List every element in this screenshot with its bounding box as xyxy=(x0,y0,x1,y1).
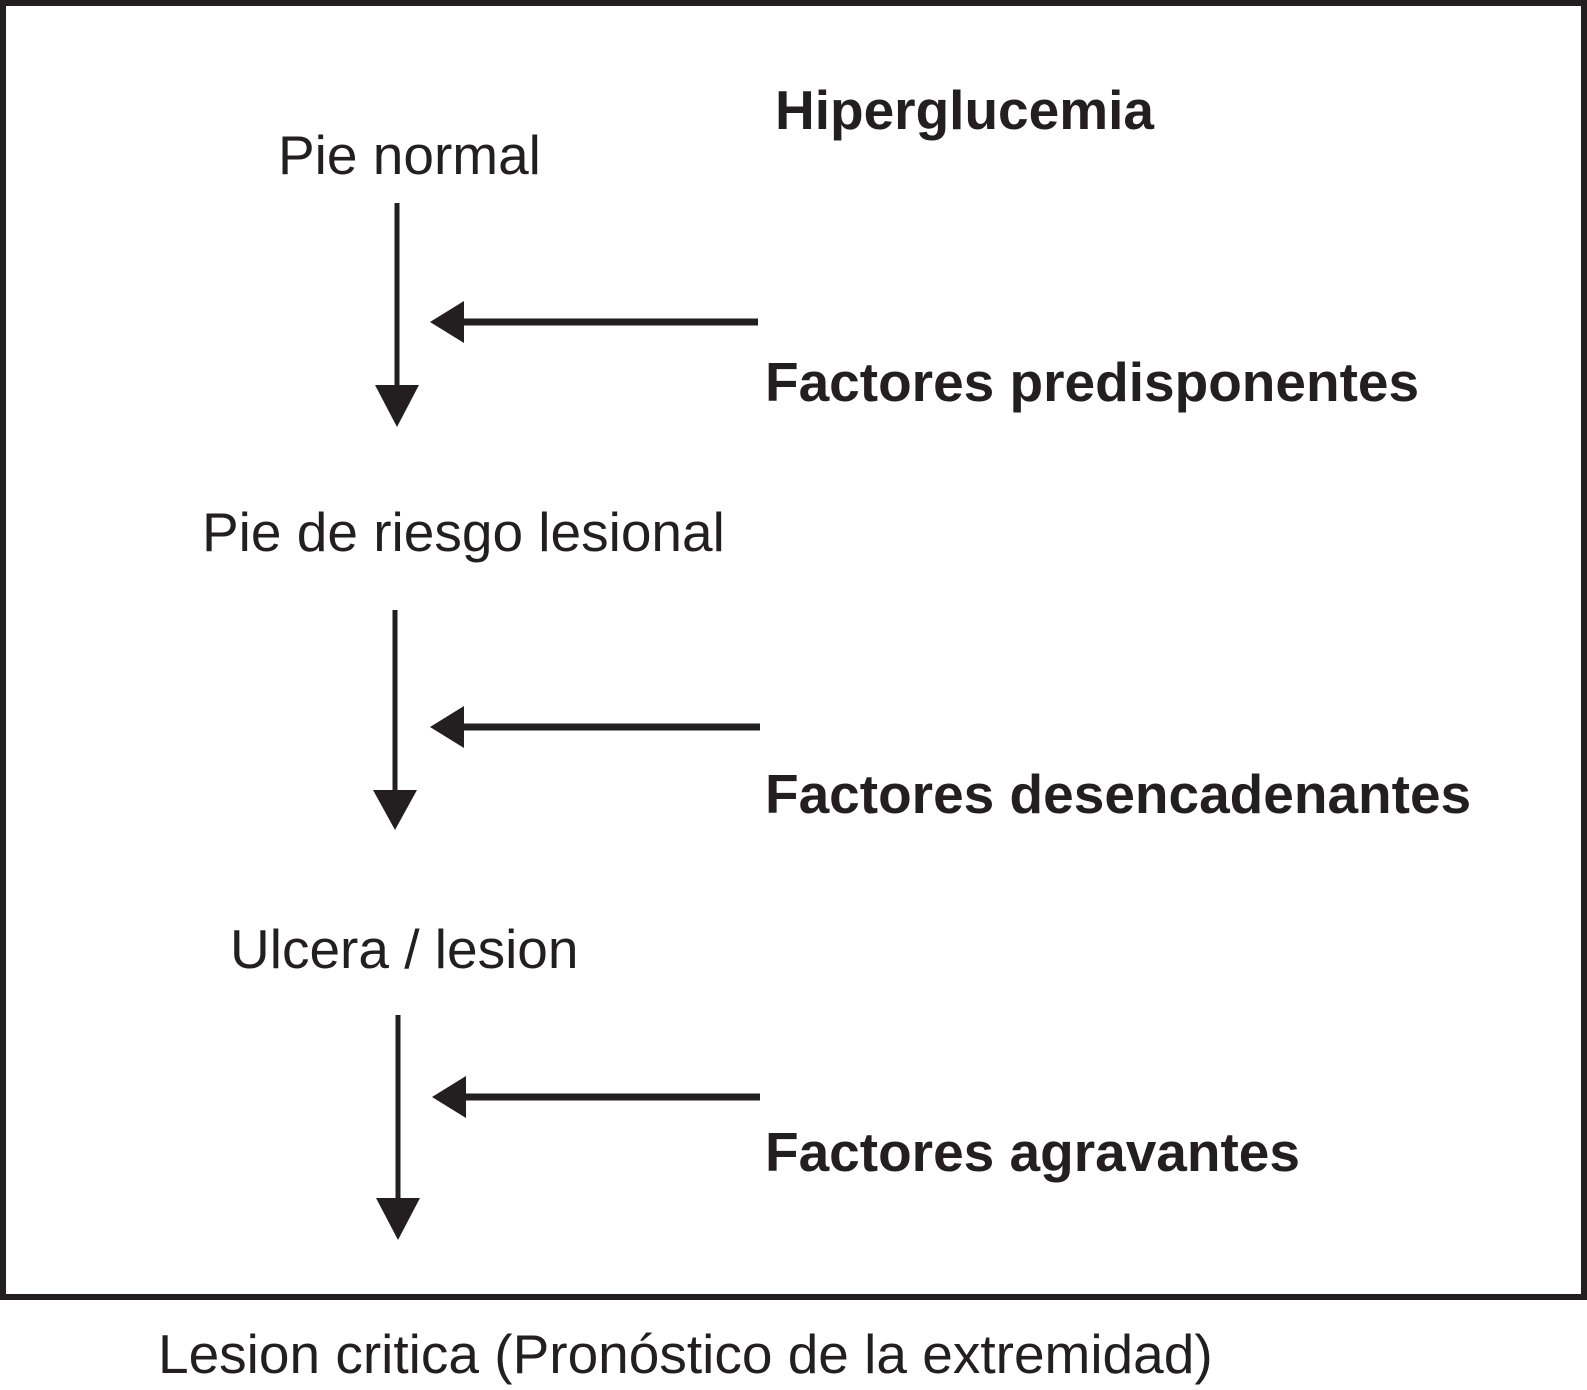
diagram-title-hiperglucemia: Hiperglucemia xyxy=(775,79,1155,141)
factor-label-agravantes: Factores agravantes xyxy=(765,1121,1300,1183)
stage-label-ulcera-lesion: Ulcera / lesion xyxy=(230,918,579,980)
outcome-label-lesion-critica: Lesion critica (Pronóstico de la extremi… xyxy=(158,1323,1213,1385)
factor-label-desencadenantes: Factores desencadenantes xyxy=(765,763,1472,825)
diagram-border-box xyxy=(0,0,1587,1300)
stage-label-pie-normal: Pie normal xyxy=(278,124,541,186)
stage-label-pie-de-riesgo-lesional: Pie de riesgo lesional xyxy=(202,501,725,563)
factor-label-predisponentes: Factores predisponentes xyxy=(765,351,1420,413)
